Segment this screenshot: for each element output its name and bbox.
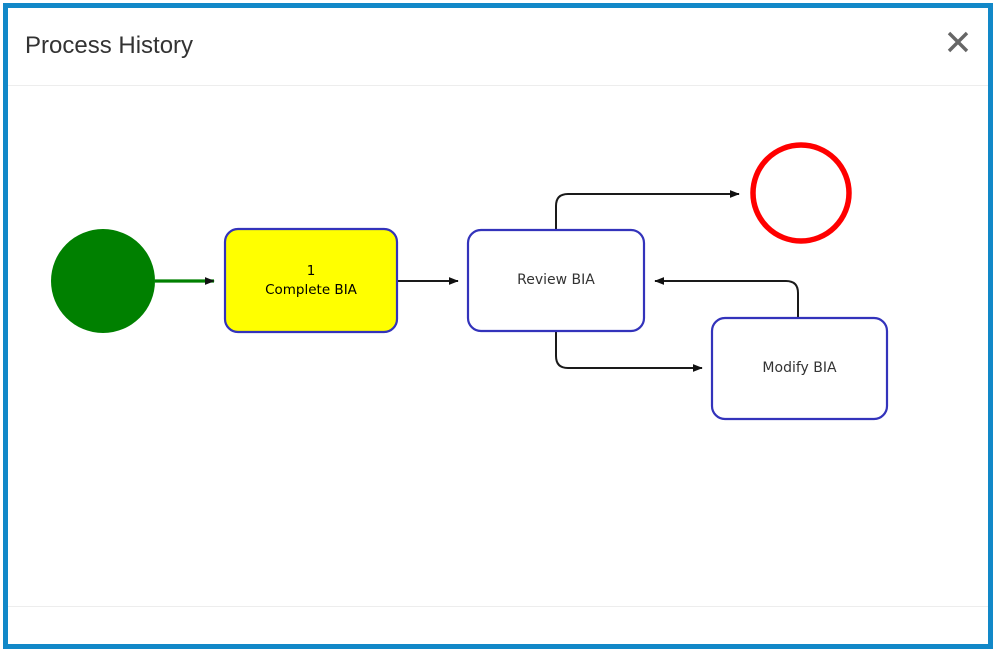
start-event[interactable] xyxy=(51,229,155,333)
close-button[interactable] xyxy=(941,25,975,59)
dialog-header: Process History xyxy=(8,8,988,86)
dialog-body: 1 Complete BIA Review BIA Modify BIA xyxy=(8,86,988,606)
end-event[interactable] xyxy=(750,142,852,244)
edge-modify-to-review xyxy=(654,277,799,317)
task-review-bia[interactable] xyxy=(466,228,646,333)
dialog-footer xyxy=(8,606,988,644)
task-complete-bia[interactable] xyxy=(223,227,399,334)
process-history-dialog: Process History xyxy=(3,3,993,649)
diagram-svg xyxy=(51,142,889,421)
close-icon xyxy=(947,31,969,53)
page-title: Process History xyxy=(25,32,194,59)
edge-review-to-modify xyxy=(555,331,703,372)
edge-review-to-end xyxy=(555,190,740,229)
task-modify-bia[interactable] xyxy=(710,316,889,421)
process-diagram[interactable]: 1 Complete BIA Review BIA Modify BIA xyxy=(8,86,988,606)
